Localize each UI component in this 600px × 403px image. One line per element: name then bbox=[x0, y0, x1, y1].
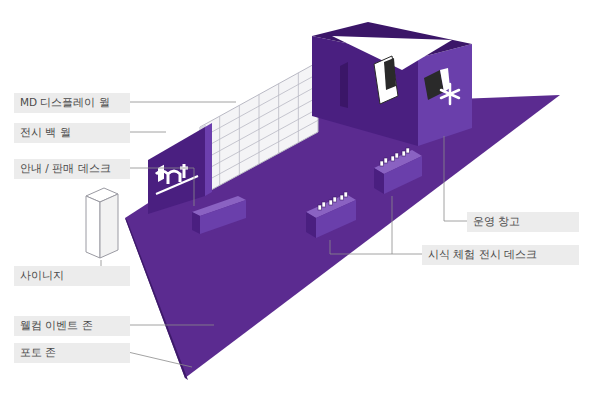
tasting-desk bbox=[306, 148, 422, 238]
floor bbox=[125, 95, 560, 378]
md-display-wall bbox=[200, 62, 318, 196]
callout-label: 전시 백 월 bbox=[20, 126, 124, 139]
callout-label: MD 디스플레이 월 bbox=[20, 96, 124, 109]
callout-label-box: 안내 / 판매 데스크 bbox=[14, 159, 130, 179]
callout-label: 안내 / 판매 데스크 bbox=[20, 162, 124, 175]
callout-label-box: 전시 백 월 bbox=[14, 123, 130, 143]
callout-label-box: 사이니지 bbox=[14, 266, 130, 286]
leader-lines bbox=[101, 102, 467, 367]
info-desk bbox=[192, 196, 246, 234]
callout-label: 시식 체험 전시 데스크 bbox=[428, 248, 573, 261]
callout-label-box: 시식 체험 전시 데스크 bbox=[422, 245, 579, 265]
storage bbox=[312, 22, 472, 146]
callout-label-box: 운영 창고 bbox=[467, 212, 579, 232]
callout-label: 포토 존 bbox=[20, 346, 124, 359]
callout-label-box: 웰컴 이벤트 존 bbox=[14, 316, 130, 336]
signage bbox=[86, 188, 118, 258]
callout-label: 웰컴 이벤트 존 bbox=[20, 319, 124, 332]
back-wall bbox=[148, 123, 212, 214]
callout-label: 운영 창고 bbox=[473, 215, 573, 228]
floor-edge bbox=[125, 218, 188, 380]
callout-label: 사이니지 bbox=[20, 269, 124, 282]
callout-label-box: 포토 존 bbox=[14, 343, 130, 363]
callout-label-box: MD 디스플레이 월 bbox=[14, 93, 130, 113]
